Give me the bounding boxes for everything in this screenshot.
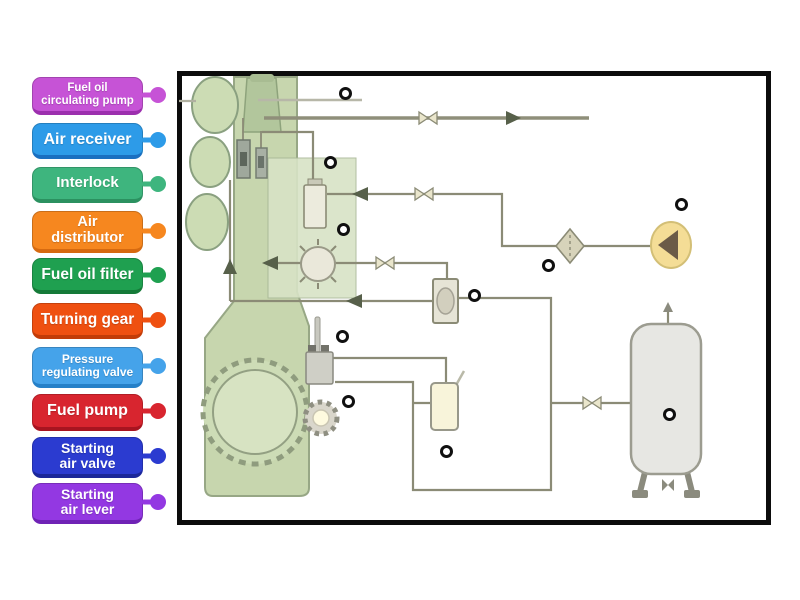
label-connector	[142, 272, 152, 277]
answer-marker-6[interactable]	[467, 288, 481, 302]
label-air-receiver[interactable]: Air receiver	[32, 123, 166, 159]
label-connector	[142, 228, 152, 233]
label-connector	[142, 408, 152, 414]
label-connector-dot	[150, 175, 166, 192]
label-connector-dot	[150, 448, 166, 464]
answer-marker-10[interactable]	[662, 407, 676, 421]
answer-marker-3[interactable]	[336, 222, 350, 236]
label-text: Interlock	[56, 174, 119, 192]
answer-marker-9[interactable]	[439, 444, 453, 458]
label-text: Fuel pump	[47, 402, 128, 420]
label-connector-dot	[150, 403, 166, 419]
answer-marker-5[interactable]	[674, 197, 688, 211]
label-connector-dot	[150, 311, 166, 328]
answer-marker-8[interactable]	[341, 394, 355, 408]
label-connector	[142, 181, 152, 186]
label-text: Air receiver	[43, 130, 132, 148]
label-connector-dot	[150, 222, 166, 239]
answer-marker-2[interactable]	[323, 155, 337, 169]
label-interlock[interactable]: Interlock	[32, 167, 166, 203]
answer-marker-4[interactable]	[541, 258, 555, 272]
label-text: Turning gear	[40, 310, 135, 328]
label-turning-gear[interactable]: Turning gear	[32, 303, 166, 339]
label-text: Fuel oil filter	[41, 265, 134, 283]
label-connector-dot	[150, 131, 166, 148]
label-connector	[142, 363, 152, 369]
label-connector	[142, 317, 152, 322]
label-connector	[142, 453, 152, 459]
label-connector	[142, 137, 152, 142]
label-connector	[142, 499, 152, 505]
label-fuel-oil-filter[interactable]: Fuel oil filter	[32, 258, 166, 294]
label-connector-dot	[150, 266, 166, 283]
answer-marker-1[interactable]	[338, 86, 352, 100]
label-connector-dot	[150, 358, 166, 374]
label-connector-dot	[150, 494, 166, 510]
label-connector	[142, 92, 152, 97]
label-connector-dot	[150, 86, 166, 103]
answer-marker-7[interactable]	[335, 329, 349, 343]
label-fuel-pump[interactable]: Fuel pump	[32, 394, 166, 431]
